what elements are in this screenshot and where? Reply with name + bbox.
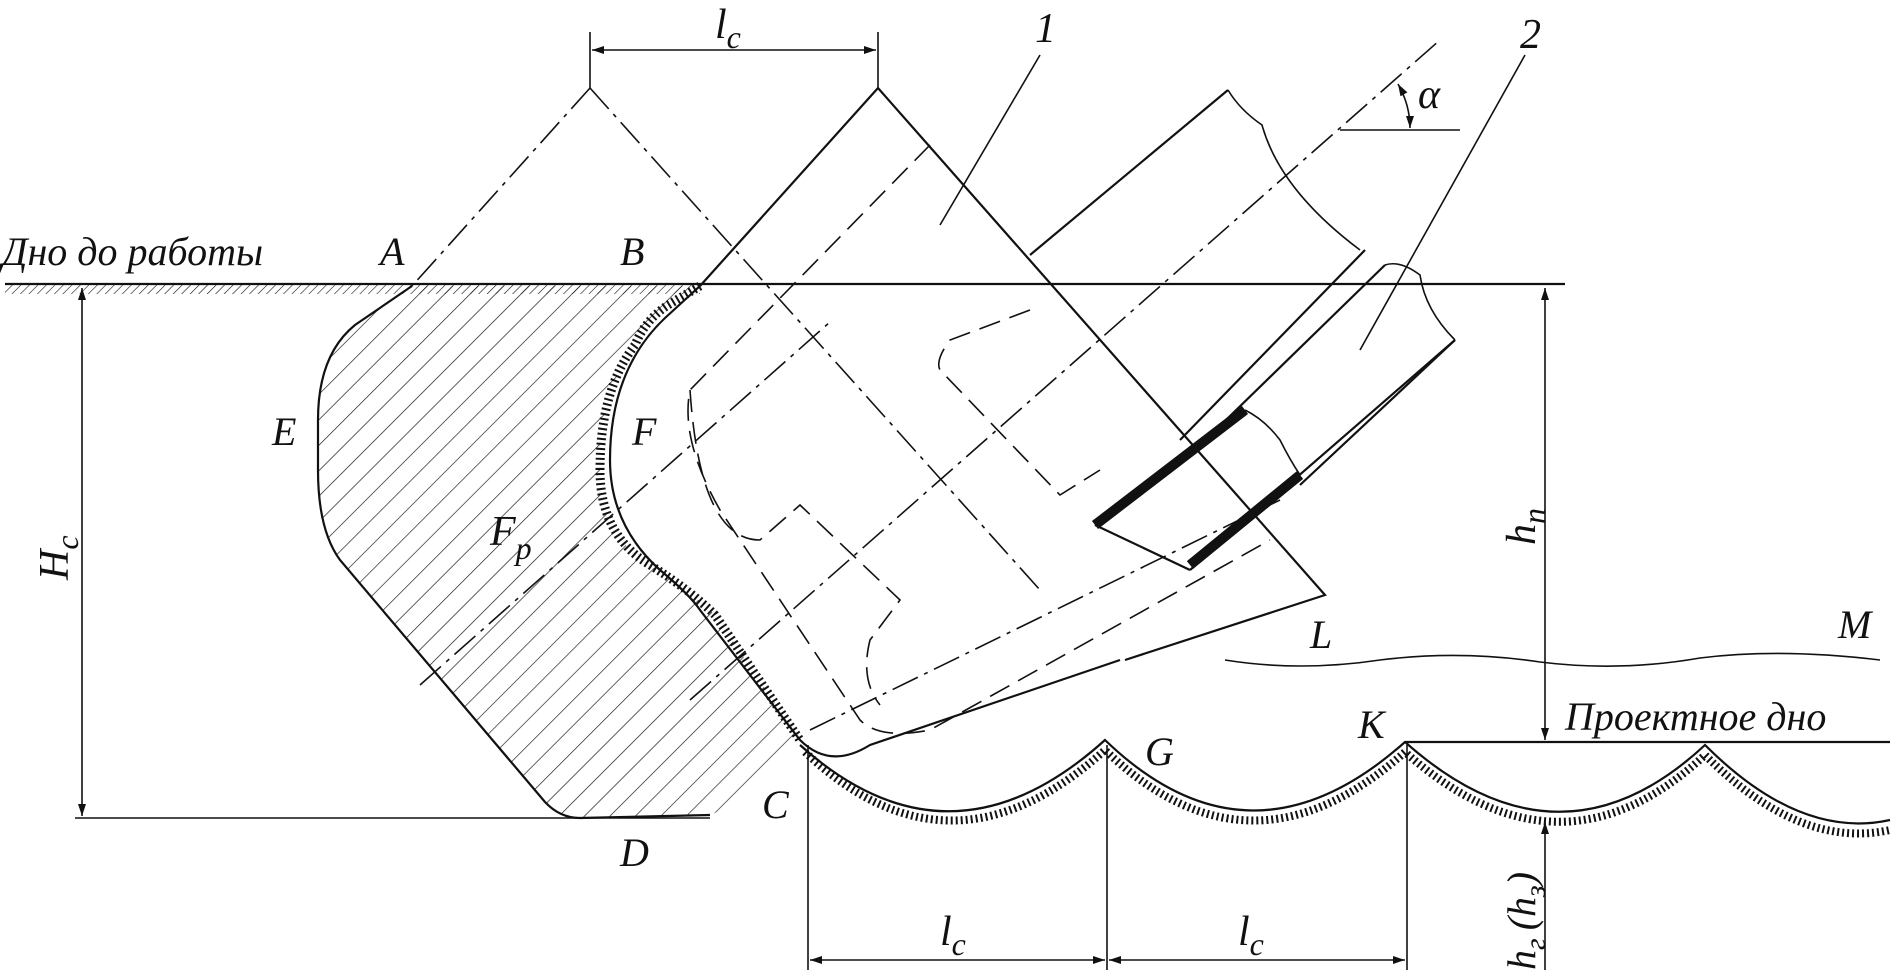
label-point-a: A	[377, 229, 405, 274]
label-part-2: 2	[1520, 12, 1541, 58]
trench-bottom	[799, 738, 1891, 838]
label-lc-top: lc	[715, 2, 741, 55]
label-point-l: L	[1309, 612, 1332, 657]
original-bottom	[5, 282, 1565, 294]
label-part-1: 1	[1035, 6, 1056, 52]
leader-2	[1359, 54, 1526, 351]
label-lc-bottom-2: lc	[1238, 909, 1264, 962]
cutter-head	[608, 87, 1327, 758]
label-point-m: M	[1837, 602, 1874, 647]
label-point-k: K	[1357, 702, 1387, 747]
label-hg: hг(hз)	[1499, 872, 1552, 970]
cut-area-fp	[316, 282, 804, 820]
label-point-e: E	[271, 409, 296, 454]
label-point-c: C	[762, 782, 790, 827]
label-point-b: B	[620, 229, 644, 274]
label-hc: Hc	[32, 535, 85, 581]
line-l-m	[1224, 652, 1881, 667]
leader-1	[939, 54, 1041, 226]
ladder-pipe	[1029, 89, 1456, 571]
label-lc-bottom-1: lc	[940, 909, 966, 962]
dimension-lines	[75, 32, 1549, 970]
label-hn: hп	[1499, 508, 1552, 545]
construction-lines	[411, 39, 1441, 731]
label-point-d: D	[619, 830, 649, 875]
label-area-fp: Fp	[489, 509, 532, 566]
label-alpha: α	[1418, 72, 1441, 118]
label-design-bottom: Проектное дно	[1564, 694, 1826, 739]
label-bottom-before-work: Дно до работы	[0, 229, 263, 274]
label-point-g: G	[1145, 729, 1174, 774]
label-point-f: F	[631, 409, 657, 454]
